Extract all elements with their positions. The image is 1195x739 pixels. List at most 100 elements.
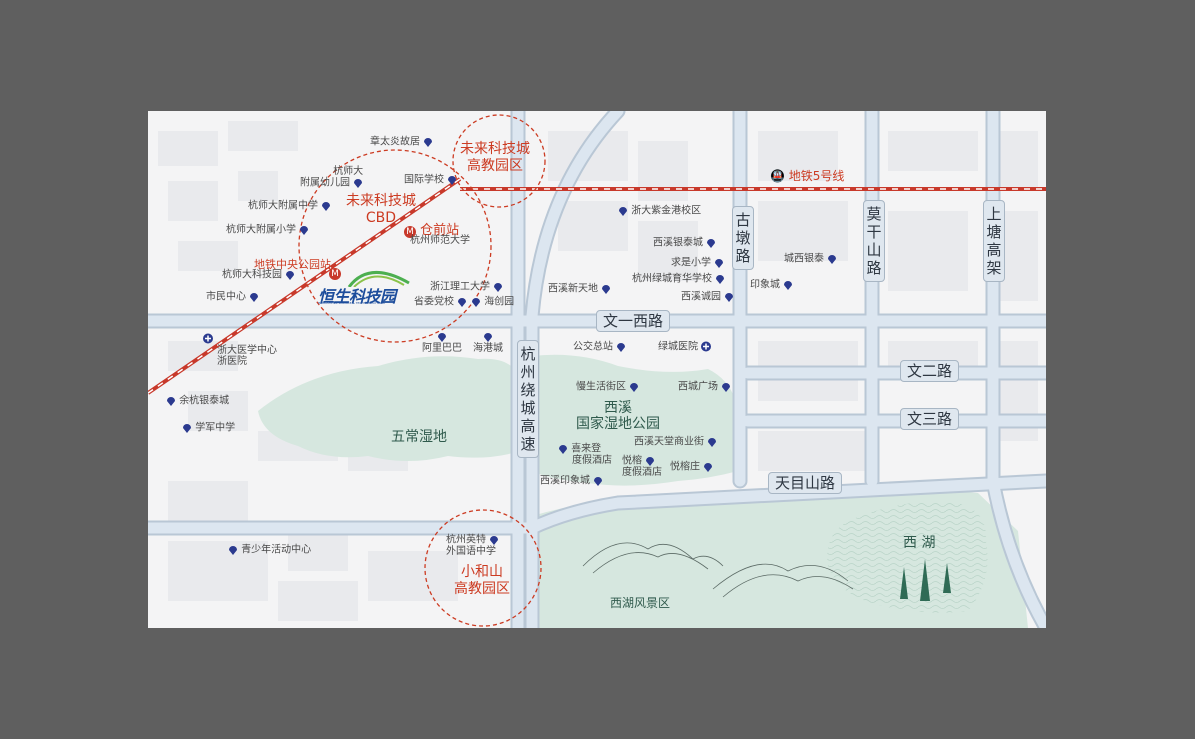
poi-hangshi-fushu-primary[interactable]: 杭师大附属小学 [226,224,309,236]
poi-youth-center[interactable]: 青少年活动中心 [228,544,311,556]
poi-lvcheng-hospital[interactable]: 绿城医院 [658,341,712,353]
wuchang-wetland [258,356,520,461]
area-xixi: 西溪国家湿地公园 [576,400,660,432]
metro-line5-label: 🚇 地铁5号线 [770,169,845,183]
poi-mansheng[interactable]: 慢生活街区 [576,381,639,393]
poi-chengxi-yintai[interactable]: 城西银泰 [784,253,837,265]
hospital-icon [203,333,213,344]
poi-lvcheng-yuhua[interactable]: 杭州绿城育华学校 [632,273,725,285]
poi-zhangtaiyan[interactable]: 章太炎故居 [370,136,433,148]
road-hangzhou-ring: 杭州绕城高速 [517,340,539,458]
location-pin-icon [722,383,731,392]
poi-zheda-zijingang[interactable]: 浙大紫金港校区 [618,205,701,217]
metro-m-icon: M [329,268,341,280]
logo-subtitle: HANGSHENG SCIENCE & TECHNOLOGY PARK [318,301,386,305]
location-pin-icon [630,383,639,392]
zone-circles [298,114,546,627]
poi-xixi-tiantang[interactable]: 西溪天堂商业街 [634,436,717,448]
location-pin-icon [559,445,567,454]
location-pin-icon [725,293,734,302]
poi-hangzhou-normal[interactable]: 杭州师范大学 [410,235,470,246]
poi-xixi-xintiandi[interactable]: 西溪新天地 [548,283,611,295]
label-xiaoheshan-edu: 小和山高教园区 [454,564,510,597]
poi-yinxiang-city[interactable]: 印象城 [750,279,793,291]
poi-waiguoyu[interactable]: 杭州英特 外国语中学 [446,534,499,557]
company-logo: 恒生科技园 HANGSHENG SCIENCE & TECHNOLOGY PAR… [318,265,418,306]
poi-xicheng-square[interactable]: 西城广场 [678,381,731,393]
area-wuchang: 五常湿地 [391,429,447,445]
location-pin-icon [438,333,446,342]
poi-yuerong-hotel[interactable]: 悦榕 度假酒店 [622,455,662,478]
road-wensan: 文三路 [900,408,960,430]
location-pin-icon [707,239,716,248]
poi-xixi-chengyuan[interactable]: 西溪诚园 [681,291,734,303]
location-pin-icon [619,207,627,216]
poi-hangshi-kindergarten[interactable]: 杭师大附属幼儿园 [300,166,364,189]
poi-shimin-center[interactable]: 市民中心 [206,291,259,303]
road-gudun: 古墩路 [732,206,754,270]
metro-m-icon: M [404,226,416,238]
area-xihu: 西 湖 [903,535,936,551]
poi-haichuang[interactable]: 海创园 [471,296,514,308]
location-pin-icon [472,298,480,307]
poi-xuejun[interactable]: 学军中学 [182,422,235,434]
xixi-wetland [532,354,738,486]
poi-xilai-hotel[interactable]: 喜来登度假酒店 [558,443,612,466]
map-base-layer [148,111,1046,628]
location-pin-icon [250,293,259,302]
location-pin-icon [448,176,457,185]
poi-haigang[interactable]: 海港城 [473,331,503,354]
poi-zheda-medical[interactable]: 浙大医学中心浙医院 [203,333,277,367]
location-pin-icon [784,281,793,290]
location-pin-icon [494,283,503,292]
poi-xixi-yinxiang[interactable]: 西溪印象城 [540,475,603,487]
metro-line-5 [148,177,1046,395]
road-wenyi-west: 文一西路 [596,310,671,332]
poi-party-school[interactable]: 省委党校 [414,296,467,308]
location-pin-icon [602,285,611,294]
location-pin-icon [300,226,309,235]
poi-zhejiang-tech[interactable]: 浙江理工大学 [430,281,503,293]
mountain-sketch [582,542,854,598]
poi-qiushi-primary[interactable]: 求是小学 [671,257,724,269]
poi-xixi-yintai[interactable]: 西溪银泰城 [653,237,716,249]
location-pin-icon [458,298,467,307]
location-pin-icon [322,202,331,211]
location-pin-icon [704,463,713,472]
area-xihu-scenic: 西湖风景区 [610,596,671,610]
location-pin-icon [617,343,626,352]
poi-alibaba[interactable]: 阿里巴巴 [422,331,462,354]
location-pin-icon [646,457,655,466]
location-pin-icon [183,424,191,433]
label-future-tech-edu: 未来科技城高教园区 [460,141,530,174]
location-pin-icon [490,536,499,545]
metro-train-icon: 🚇 [770,169,789,183]
poi-guoji-school[interactable]: 国际学校 [404,174,457,186]
poi-yuhang-yintai[interactable]: 余杭银泰城 [166,395,229,407]
logo-arc-icon [347,270,410,287]
poi-hangshi-tech-park[interactable]: 杭师大科技园 [222,269,295,281]
poi-gongjiao[interactable]: 公交总站 [573,341,626,353]
location-pin-icon [229,546,237,555]
road-tianmushan: 天目山路 [768,472,843,494]
road-shangtanggao: 上塘高架 [983,200,1005,282]
location-pin-icon [715,259,724,268]
metro-cangqian[interactable]: M 仓前站 [404,219,459,238]
location-pin-icon [828,255,837,264]
location-pin-icon [424,138,433,147]
location-pin-icon [286,271,295,280]
location-pin-icon [484,333,492,342]
location-pin-icon [716,275,725,284]
poi-yuerong-village[interactable]: 悦榕庄 [670,461,713,473]
hospital-icon [701,341,712,352]
road-moganshan: 莫干山路 [863,200,885,282]
map-canvas[interactable]: 文一西路 文二路 文三路 天目山路 杭州绕城高速 古墩路 莫干山路 上塘高架 未… [148,111,1046,628]
pagoda-icons [900,559,951,601]
location-pin-icon [354,179,363,188]
poi-hangshi-fushu-middle[interactable]: 杭师大附属中学 [248,200,331,212]
location-pin-icon [594,477,603,486]
road-wener: 文二路 [900,360,960,382]
location-pin-icon [167,397,175,406]
metro-central-park[interactable]: 地铁中央公园站 [254,258,331,271]
